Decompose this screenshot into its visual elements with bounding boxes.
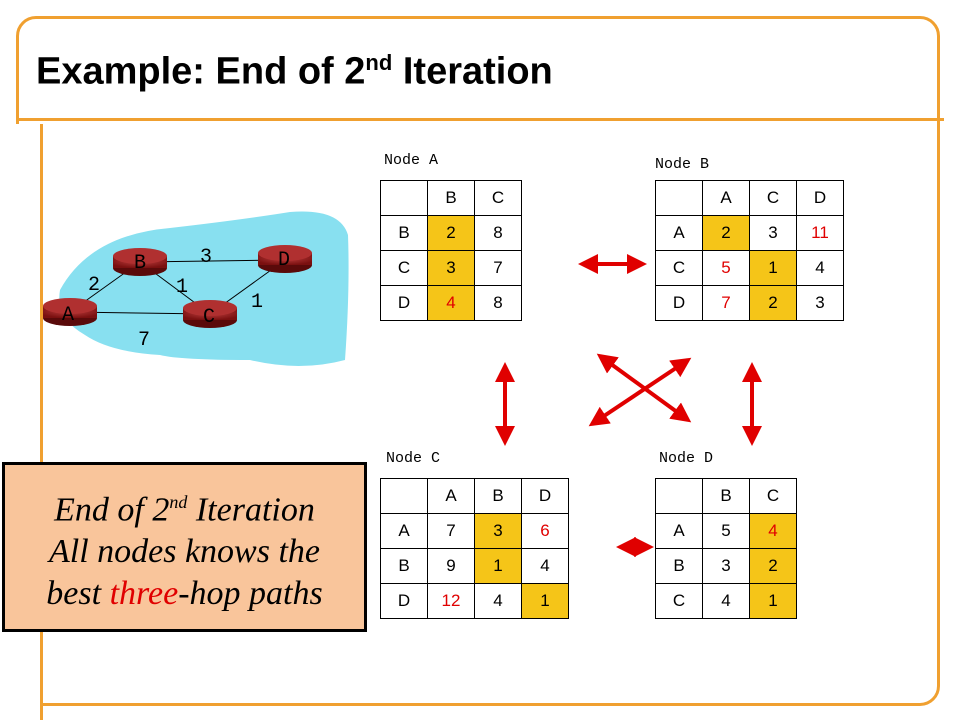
node-label-c: C (203, 306, 215, 329)
edge-cost-c-d: 1 (251, 291, 263, 314)
router-a (43, 298, 97, 326)
node-d-label: Node D (659, 450, 714, 467)
arrow-cross-2 (588, 357, 692, 427)
node-b-label: Node B (655, 156, 710, 173)
callout-line-3: best three-hop paths (46, 575, 323, 613)
slide-title: Example: End of 2nd Iteration (36, 50, 553, 93)
left-rule (40, 124, 43, 720)
node-a-label: Node A (384, 152, 439, 169)
title-rule (16, 118, 944, 121)
node-label-b: B (134, 252, 146, 275)
edge-cost-b-d: 3 (200, 246, 212, 269)
callout-line-2: All nodes knows the (48, 533, 321, 571)
router-d (258, 245, 312, 273)
node-c-label: Node C (386, 450, 441, 467)
router-b (113, 248, 167, 276)
callout-line-1: End of 2nd Iteration (54, 491, 315, 529)
router-c (183, 300, 237, 328)
summary-callout: End of 2nd Iteration All nodes knows the… (2, 462, 367, 632)
edge-cost-b-c: 1 (176, 276, 188, 299)
node-label-d: D (278, 249, 290, 272)
edge-cost-a-b: 2 (88, 274, 100, 297)
edge-cost-a-c: 7 (138, 329, 150, 352)
node-label-a: A (62, 304, 74, 327)
